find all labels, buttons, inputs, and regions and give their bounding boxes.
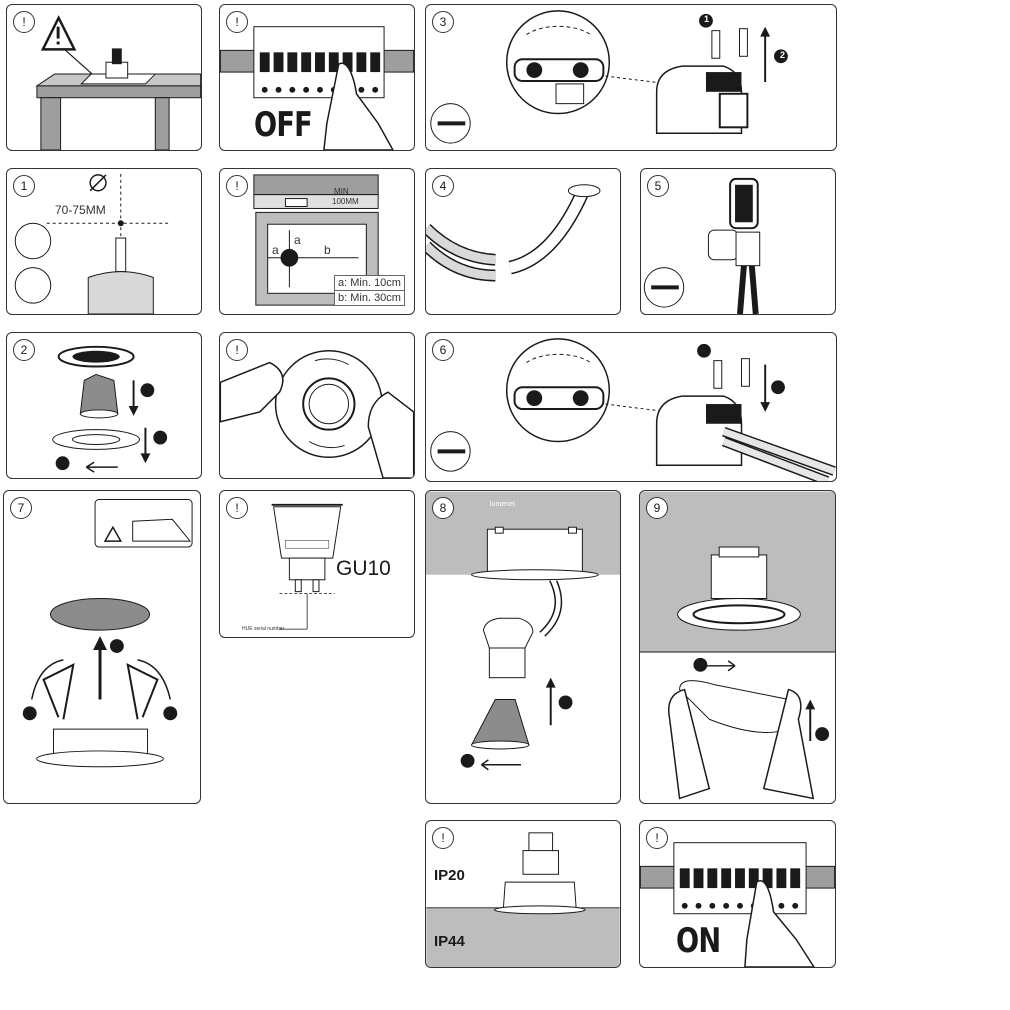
ip-rating-illustration xyxy=(426,832,620,967)
step-badge: 9 xyxy=(646,497,668,519)
panel-step-1-drill: 1 70-75MM xyxy=(6,168,202,315)
close-cover-illustration xyxy=(430,338,836,481)
panel-step-8: 8 lumenet xyxy=(425,490,621,804)
breaker-on-illustration xyxy=(640,842,835,967)
panel-rotate: ! xyxy=(219,332,415,479)
step-badge: ! xyxy=(226,497,248,519)
clearance-note-a: a: Min. 10cm xyxy=(334,275,405,291)
step-badge: 4 xyxy=(432,175,454,197)
step-badge: ! xyxy=(432,827,454,849)
panel-power-off: ! OFF xyxy=(219,4,415,151)
step-badge: 7 xyxy=(10,497,32,519)
panel-gu10: ! GU10 HUE serial number xyxy=(219,490,415,638)
serial-number-label: HUE serial number xyxy=(242,626,285,632)
finger-icon xyxy=(744,880,815,967)
panel-step-9: 9 xyxy=(639,490,836,804)
min-label: MIN xyxy=(334,187,349,196)
step-badge: 1 xyxy=(13,175,35,197)
warning-triangle-icon xyxy=(40,15,77,51)
connector-cover-illustration xyxy=(430,10,788,144)
step-badge: 6 xyxy=(432,339,454,361)
panel-step-3: 3 1 2 xyxy=(425,4,837,151)
clearance-diagram xyxy=(253,174,379,306)
dim-a-label: a xyxy=(294,233,301,247)
left-hand-icon xyxy=(668,688,711,800)
step-badge: 5 xyxy=(647,175,669,197)
step-badge: 8 xyxy=(432,497,454,519)
step-badge: 2 xyxy=(13,339,35,361)
panel-step-6: 6 xyxy=(425,332,837,482)
step-badge: ! xyxy=(226,175,248,197)
warning-triangle-icon xyxy=(103,525,123,542)
table-illustration xyxy=(35,15,201,150)
panel-power-on: ! ON xyxy=(639,820,836,968)
install-ring-illustration xyxy=(640,491,835,800)
breaker-off-illustration xyxy=(220,26,414,150)
wiring-illustration xyxy=(643,177,761,314)
step-badge: ! xyxy=(646,827,668,849)
off-label: OFF xyxy=(254,105,313,145)
step-badge: 3 xyxy=(432,11,454,33)
panel-clearance: ! MIN 100MM a a b a: Min. 10cm b: Min. 3… xyxy=(219,168,415,315)
right-hand-icon xyxy=(762,688,815,800)
step-number: 1 xyxy=(704,14,710,24)
on-label: ON xyxy=(676,921,721,961)
panel-step-7: 7 xyxy=(3,490,201,804)
step-badge: ! xyxy=(226,339,248,361)
step-badge: ! xyxy=(13,11,35,33)
rotate-ring-illustration xyxy=(220,350,414,478)
panel-step-2-bulb: 2 xyxy=(6,332,202,479)
bulb-ring-illustration xyxy=(52,345,168,473)
hole-saw-illustration xyxy=(14,173,171,314)
dim-a-label: a xyxy=(272,243,279,257)
clearance-note-b: b: Min. 30cm xyxy=(334,290,405,306)
step-badge: ! xyxy=(226,11,248,33)
gu10-label: GU10 xyxy=(336,557,391,580)
ip20-label: IP20 xyxy=(434,867,465,884)
left-hand-icon xyxy=(220,361,284,423)
spring-clips-illustration xyxy=(22,499,193,768)
panel-warning-table: ! xyxy=(6,4,202,151)
min-distance-label: 100MM xyxy=(332,197,359,206)
diameter-icon xyxy=(89,174,107,192)
finger-icon xyxy=(323,62,394,150)
right-hand-icon xyxy=(367,391,414,478)
gu10-bulb-illustration xyxy=(271,503,343,630)
ip44-label: IP44 xyxy=(434,933,465,950)
install-bulb-illustration xyxy=(426,491,620,771)
panel-ip-rating: ! IP20 IP44 xyxy=(425,820,621,968)
panel-step-4: 4 xyxy=(425,168,621,315)
cable-illustration xyxy=(426,184,601,282)
watermark: lumenet xyxy=(490,501,515,508)
hole-size-label: 70-75MM xyxy=(55,203,106,217)
panel-step-5: 5 xyxy=(640,168,836,315)
step-number: 2 xyxy=(780,50,786,60)
dim-b-label: b xyxy=(324,243,331,257)
